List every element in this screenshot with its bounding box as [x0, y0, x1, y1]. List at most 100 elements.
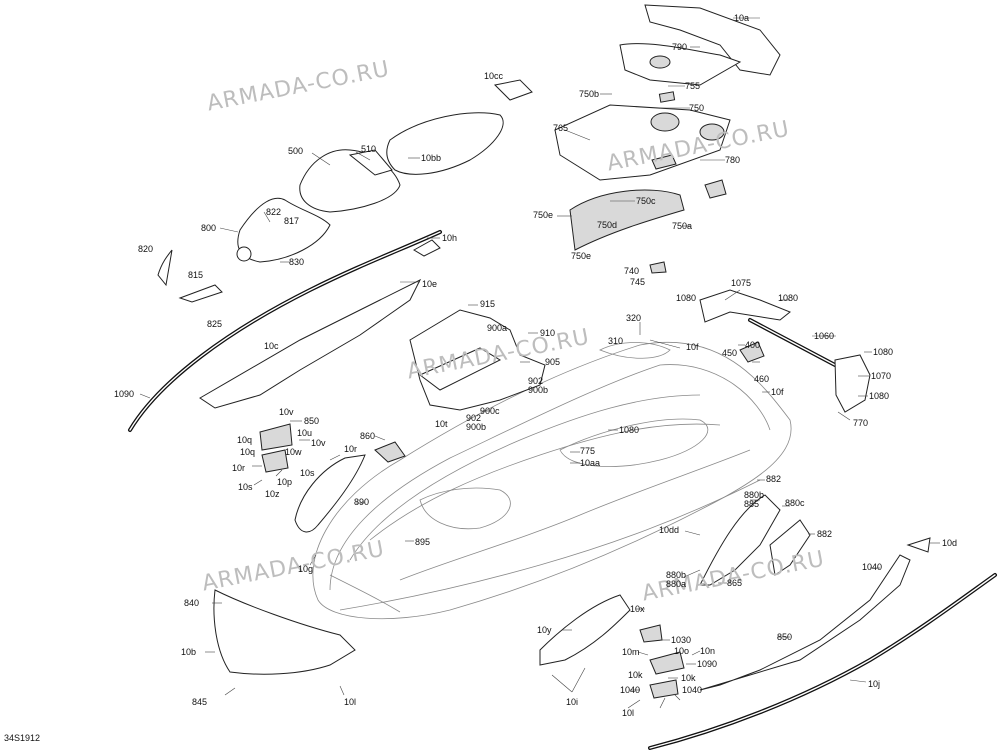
callout: 880b	[666, 570, 687, 580]
callout: 10r	[344, 444, 358, 454]
callout: 450	[722, 348, 738, 358]
callout: 1080	[619, 425, 640, 435]
callout: 10g	[298, 564, 314, 574]
callout: 10j	[868, 679, 881, 689]
callout: 902	[466, 413, 482, 423]
callout: 817	[284, 216, 300, 226]
callout: 740	[624, 266, 640, 276]
callout: 10k	[628, 670, 643, 680]
callout: 10dd	[659, 525, 680, 535]
callout: 1075	[731, 278, 752, 288]
callout: 880c	[785, 498, 805, 508]
callout: 1040	[620, 685, 641, 695]
callout: 1060	[814, 331, 835, 341]
callout: 10v	[311, 438, 326, 448]
callout: 900b	[528, 385, 549, 395]
hull-drawing	[312, 341, 792, 620]
callout: 882	[766, 474, 782, 484]
callout: 860	[360, 431, 376, 441]
callout: 800	[201, 223, 217, 233]
callout: 10r	[232, 463, 246, 473]
callout: 1080	[873, 347, 894, 357]
callout: 780	[725, 155, 741, 165]
callout: 750e	[571, 251, 592, 261]
callout: 1040	[862, 562, 883, 572]
callout: 882	[817, 529, 833, 539]
callout: 10q	[237, 435, 253, 445]
callout: 900a	[487, 323, 508, 333]
callout: 10e	[422, 279, 438, 289]
callout: 400	[745, 340, 761, 350]
callout: 10k	[681, 673, 696, 683]
callout: 10a	[734, 13, 750, 23]
callout: 840	[184, 598, 200, 608]
callout: 755	[685, 81, 701, 91]
callout: 750d	[597, 220, 618, 230]
callout: 895	[415, 537, 431, 547]
leader-lines	[139, 17, 940, 709]
callout: 310	[608, 336, 624, 346]
callout: 910	[540, 328, 556, 338]
callout: 10q	[240, 447, 256, 457]
callout: 320	[626, 313, 642, 323]
top-deck-parts	[157, 4, 781, 303]
callout: 10h	[442, 233, 458, 243]
callout: 460	[754, 374, 770, 384]
callout: 10d	[942, 538, 958, 548]
callout: 1080	[778, 293, 799, 303]
callout: 10l	[622, 708, 635, 718]
callout: 10z	[265, 489, 280, 499]
callout: 850	[777, 632, 793, 642]
callout: 750e	[533, 210, 554, 220]
callout: 10o	[674, 646, 690, 656]
callout: 10y	[537, 625, 552, 635]
callout: 915	[480, 299, 496, 309]
callout: 815	[188, 270, 204, 280]
callout: 1090	[697, 659, 718, 669]
callout: 10c	[264, 341, 279, 351]
callout: 905	[545, 357, 561, 367]
callout: 10u	[297, 428, 313, 438]
callout: 890	[354, 497, 370, 507]
callout: 770	[853, 418, 869, 428]
callout: 510	[361, 144, 377, 154]
callout: 500	[288, 146, 304, 156]
callout: 820	[138, 244, 154, 254]
callout: 10m	[622, 647, 640, 657]
callout: 750b	[579, 89, 600, 99]
callout: 790	[672, 42, 688, 52]
callout: 10b	[181, 647, 197, 657]
callout: 830	[289, 257, 305, 267]
callout: 10v	[279, 407, 294, 417]
callout: 10n	[700, 646, 716, 656]
callout: 900b	[466, 422, 487, 432]
callout: 10l	[344, 697, 357, 707]
callout: 10aa	[580, 458, 601, 468]
side-panels	[128, 230, 997, 750]
callout: 10f	[771, 387, 784, 397]
callout: 10s	[300, 468, 315, 478]
callout: 850	[304, 416, 320, 426]
callout: 775	[580, 446, 596, 456]
callout: 10i	[566, 697, 579, 707]
callout: 825	[207, 319, 223, 329]
callout: 750c	[636, 196, 656, 206]
callout: 745	[630, 277, 646, 287]
callout: 10p	[277, 477, 293, 487]
callout: 10f	[686, 342, 699, 352]
diagram-reference-code: 34S1912	[4, 733, 41, 743]
callout: 902	[528, 376, 544, 386]
callout: 750a	[672, 221, 693, 231]
callout: 10s	[238, 482, 253, 492]
callout: 900c	[480, 406, 500, 416]
callout: 880a	[666, 579, 687, 589]
callout: 750	[689, 103, 705, 113]
callout: 10t	[435, 419, 448, 429]
callout: 880b	[744, 490, 765, 500]
callout: 865	[727, 578, 743, 588]
callout: 10w	[285, 447, 302, 457]
callout: 10bb	[421, 153, 442, 163]
callout: 845	[192, 697, 208, 707]
